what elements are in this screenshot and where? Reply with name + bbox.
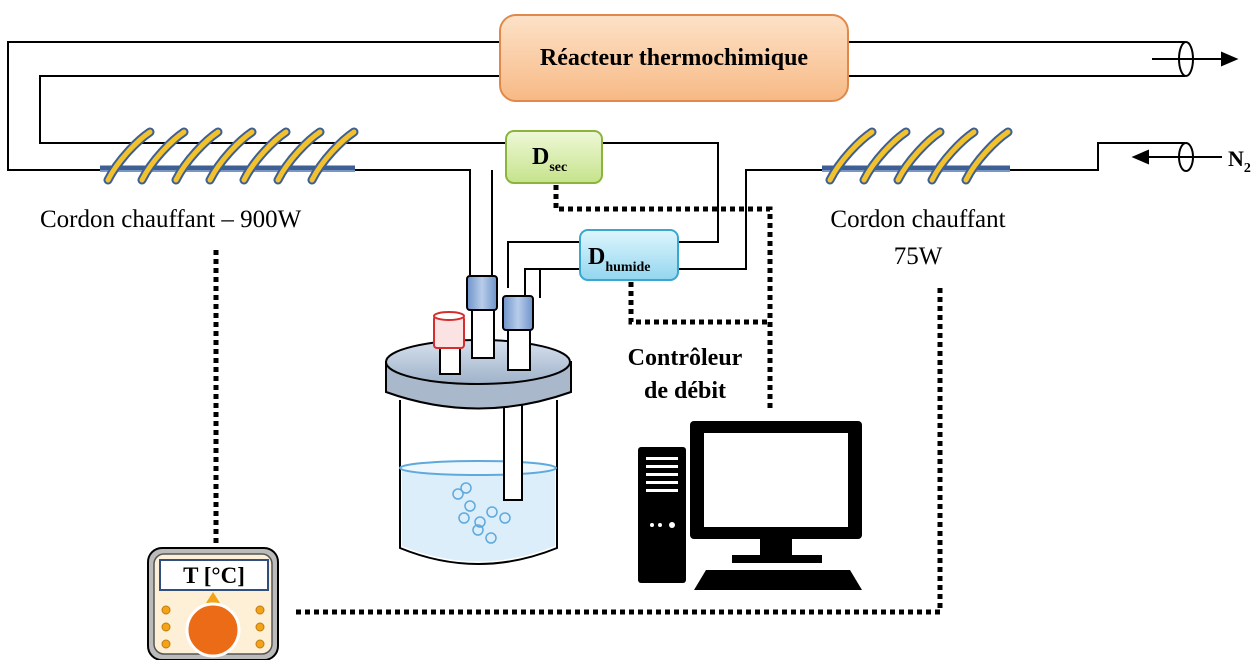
flow-controller-label-line2: de débit	[644, 378, 726, 404]
coil-winding-highlight	[827, 129, 875, 183]
temperature-knob[interactable]	[185, 602, 241, 658]
inlet-tube-cap	[466, 275, 498, 311]
bubbles-icon	[452, 482, 511, 544]
gas-line-pipes	[7, 41, 1185, 298]
temperature-display-label: T [°C]	[183, 563, 245, 588]
temperature-controller: T [°C]	[147, 547, 279, 660]
outlet-tube-cap	[502, 295, 534, 331]
coil-winding-highlight	[105, 129, 153, 183]
flow-arrows	[1131, 51, 1239, 165]
outer-pipe-line	[7, 41, 1185, 275]
flow-controller-label-line1: Contrôleur	[628, 345, 743, 371]
coil-winding-highlight	[861, 129, 909, 183]
left-heating-cord-label: Cordon chauffant – 900W	[40, 206, 302, 233]
jar-water	[402, 468, 555, 562]
right-heating-cord-label-line1: Cordon chauffant	[830, 206, 1005, 233]
signal-lines	[213, 185, 943, 615]
inner-pipe-line	[39, 75, 1185, 288]
indicator-leds-icon	[161, 605, 265, 649]
outlet-arrow-icon	[1221, 51, 1239, 67]
bubbler-jar	[385, 275, 572, 565]
right-cord-signal-line	[292, 288, 943, 615]
dry-sensor-signal-line	[553, 185, 773, 412]
gas-inlet-label: N2	[1228, 146, 1251, 176]
coil-winding-highlight	[895, 129, 943, 183]
pc-keyboard	[694, 570, 862, 590]
inlet-pipe-line	[524, 142, 1185, 298]
coil-winding-highlight	[173, 129, 221, 183]
wet-sensor-signal-line	[628, 282, 768, 325]
inlet-arrow-icon	[1131, 149, 1149, 165]
coil-winding-highlight	[275, 129, 323, 183]
coil-winding-highlight	[207, 129, 255, 183]
heating-coil-right-icon	[822, 127, 1013, 185]
coil-winding-highlight	[309, 129, 357, 183]
thermochemical-reactor: Réacteur thermochimique	[499, 14, 849, 102]
dip-tube	[503, 397, 523, 501]
wet-sensor-label: Dhumide	[588, 244, 650, 275]
wet-humidity-sensor: Dhumide	[579, 229, 679, 281]
temperature-display	[159, 559, 269, 591]
pipe-end-fittings	[1178, 41, 1194, 172]
coil-winding-highlight	[963, 129, 1011, 183]
water-surface	[399, 460, 557, 476]
computer-icon	[638, 421, 862, 590]
reactor-label: Réacteur thermochimique	[540, 45, 809, 71]
dry-sensor-label: Dsec	[532, 144, 567, 175]
dry-humidity-sensor: Dsec	[505, 130, 603, 184]
coil-winding-highlight	[139, 129, 187, 183]
right-heating-cord-label-line2: 75W	[894, 243, 943, 270]
coil-winding-highlight	[241, 129, 289, 183]
heating-coil-left-icon	[100, 127, 359, 185]
knob-indicator-icon	[206, 592, 220, 603]
coil-winding-highlight	[929, 129, 977, 183]
